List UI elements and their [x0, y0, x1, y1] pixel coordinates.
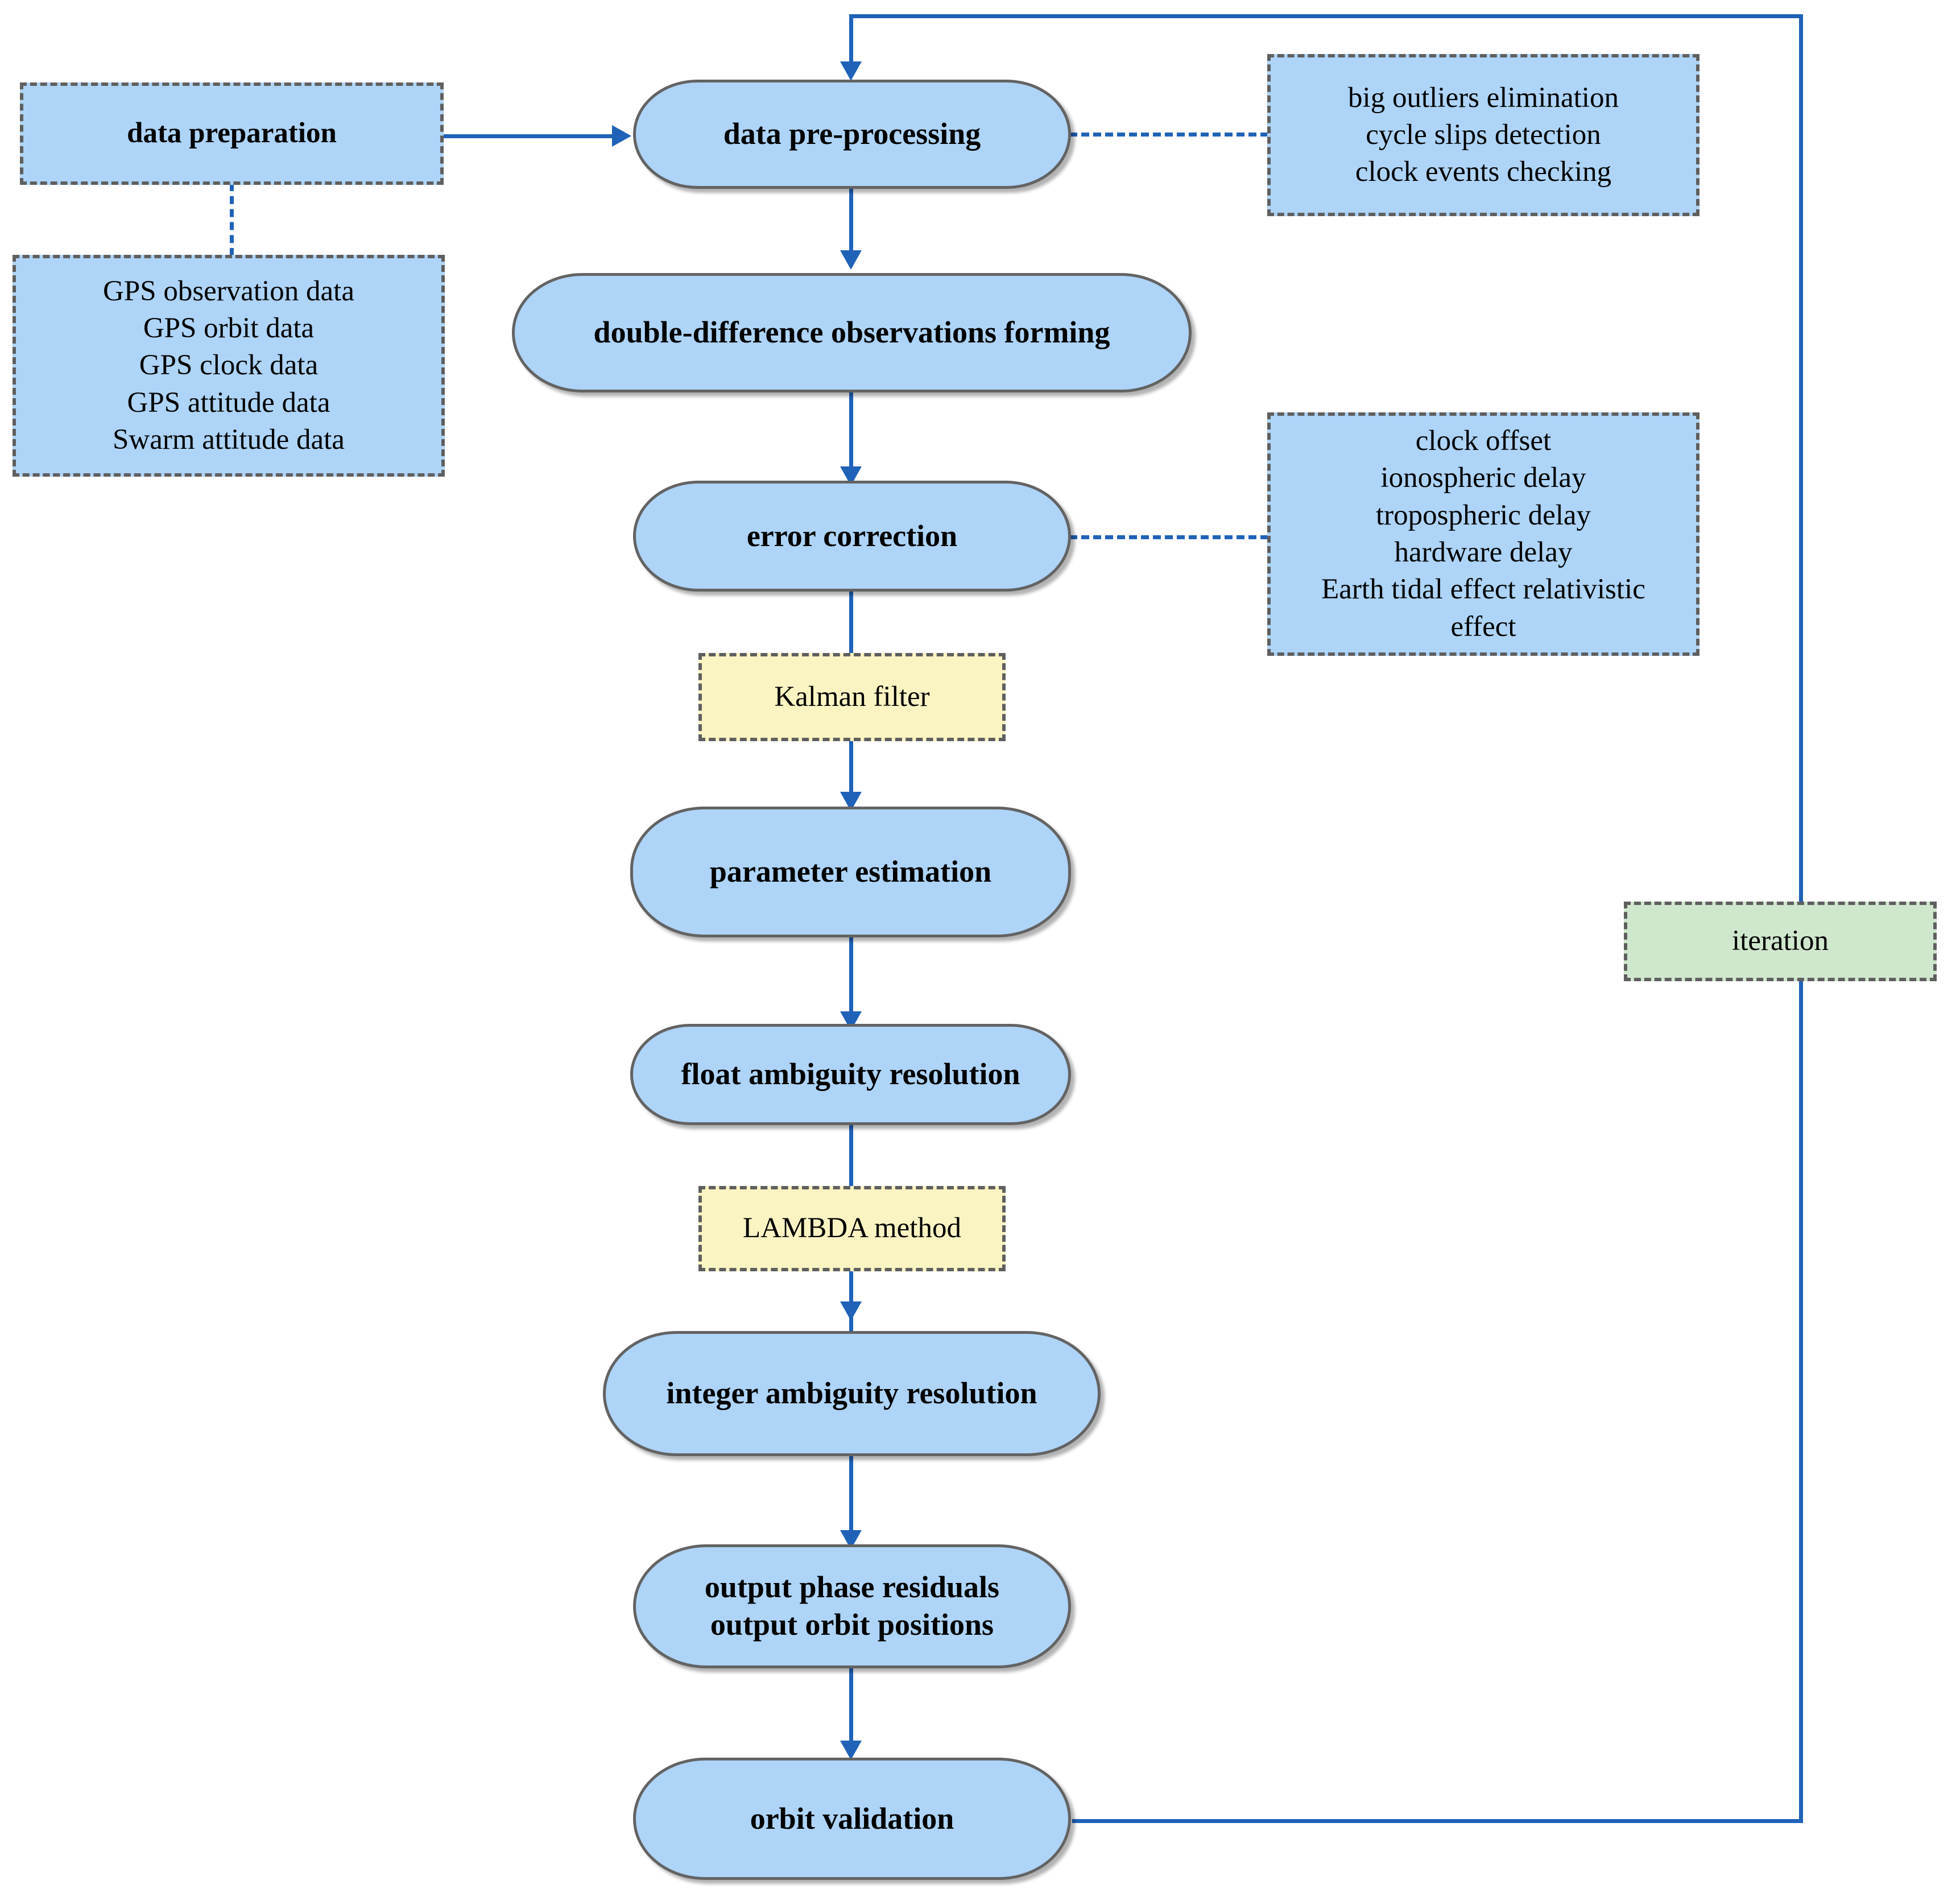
node-kalman-filter[interactable]: Kalman filter [698, 653, 1006, 741]
connector-error-to-kalman [849, 590, 853, 653]
arrowhead-prep-to-preprocessing [612, 125, 631, 147]
connector-lambda-to-integer [849, 1270, 853, 1332]
preprocessing-detail-item: big outliers elimination [1348, 81, 1619, 114]
node-data-preparation[interactable]: data preparation [20, 82, 444, 185]
preprocessing-detail-item: clock events checking [1355, 156, 1612, 188]
node-double-difference[interactable]: double-difference observations forming [512, 273, 1192, 392]
node-preprocessing-details[interactable]: big outliers elimination cycle slips det… [1267, 54, 1700, 216]
arrowhead-preprocessing-to-dd [840, 250, 862, 270]
node-parameter-estimation[interactable]: parameter estimation [630, 807, 1071, 937]
error-detail-item: hardware delay [1394, 536, 1573, 568]
node-iteration[interactable]: iteration [1624, 902, 1937, 981]
float-ambiguity-label: float ambiguity resolution [681, 1057, 1020, 1092]
connector-preprocessing-to-dd [849, 187, 853, 266]
connector-kalman-to-param [849, 739, 853, 805]
error-detail-item: Earth tidal effect relativistic [1321, 573, 1645, 606]
feedback-loop-bottom-segment [1072, 1819, 1803, 1823]
output-result-item: output phase residuals [704, 1570, 1000, 1605]
data-preprocessing-label: data pre-processing [723, 117, 981, 151]
error-detail-item: ionospheric delay [1380, 462, 1586, 494]
error-detail-item: clock offset [1415, 425, 1552, 457]
connector-preprocessing-to-details [1069, 133, 1268, 137]
node-data-preprocessing[interactable]: data pre-processing [633, 80, 1071, 189]
connector-float-to-lambda [849, 1123, 853, 1186]
data-source-item: GPS clock data [139, 349, 319, 382]
error-correction-label: error correction [746, 518, 958, 553]
data-source-item: GPS observation data [103, 275, 354, 307]
integer-ambiguity-label: integer ambiguity resolution [666, 1376, 1037, 1411]
iteration-label: iteration [1732, 925, 1829, 957]
data-source-item: GPS attitude data [127, 386, 330, 419]
node-lambda-method[interactable]: LAMBDA method [698, 1186, 1006, 1271]
kalman-filter-label: Kalman filter [774, 680, 930, 713]
error-detail-item: tropospheric delay [1375, 499, 1591, 531]
connector-output-to-validation [849, 1667, 853, 1755]
error-detail-item: effect [1450, 610, 1516, 643]
lambda-method-label: LAMBDA method [743, 1212, 961, 1245]
node-output-results[interactable]: output phase residuals output orbit posi… [633, 1544, 1071, 1668]
error-details-list: clock offset ionospheric delay troposphe… [1271, 423, 1696, 646]
node-orbit-validation[interactable]: orbit validation [633, 1758, 1071, 1880]
node-error-details[interactable]: clock offset ionospheric delay troposphe… [1267, 412, 1700, 656]
connector-prep-to-sources [230, 183, 234, 256]
connector-prep-to-preprocessing [444, 134, 614, 138]
output-result-item: output orbit positions [710, 1607, 994, 1642]
connector-dd-to-error [849, 392, 853, 478]
data-source-item: GPS orbit data [143, 312, 315, 345]
node-data-sources[interactable]: GPS observation data GPS orbit data GPS … [13, 255, 445, 477]
parameter-estimation-label: parameter estimation [709, 854, 992, 889]
arrowhead-output-to-validation [840, 1741, 862, 1760]
data-sources-list: GPS observation data GPS orbit data GPS … [16, 273, 441, 458]
node-integer-ambiguity[interactable]: integer ambiguity resolution [603, 1331, 1101, 1456]
node-error-correction[interactable]: error correction [633, 481, 1071, 592]
preprocessing-detail-item: cycle slips detection [1366, 118, 1601, 151]
double-difference-label: double-difference observations forming [593, 315, 1110, 350]
orbit-validation-label: orbit validation [750, 1801, 954, 1836]
connector-error-to-details [1069, 535, 1268, 539]
arrowhead-feedback-to-preprocessing [840, 61, 862, 81]
node-float-ambiguity[interactable]: float ambiguity resolution [630, 1024, 1071, 1125]
connector-integer-to-output [849, 1455, 853, 1543]
arrowhead-lambda-to-integer [840, 1301, 862, 1321]
data-source-item: Swarm attitude data [113, 423, 345, 456]
connector-param-to-float [849, 937, 853, 1022]
data-preparation-label: data preparation [127, 117, 337, 150]
feedback-loop-top-segment [849, 14, 1803, 18]
preprocessing-details-list: big outliers elimination cycle slips det… [1271, 80, 1696, 191]
feedback-loop-entry-segment [849, 14, 853, 71]
output-results-list: output phase residuals output orbit posi… [705, 1569, 999, 1644]
